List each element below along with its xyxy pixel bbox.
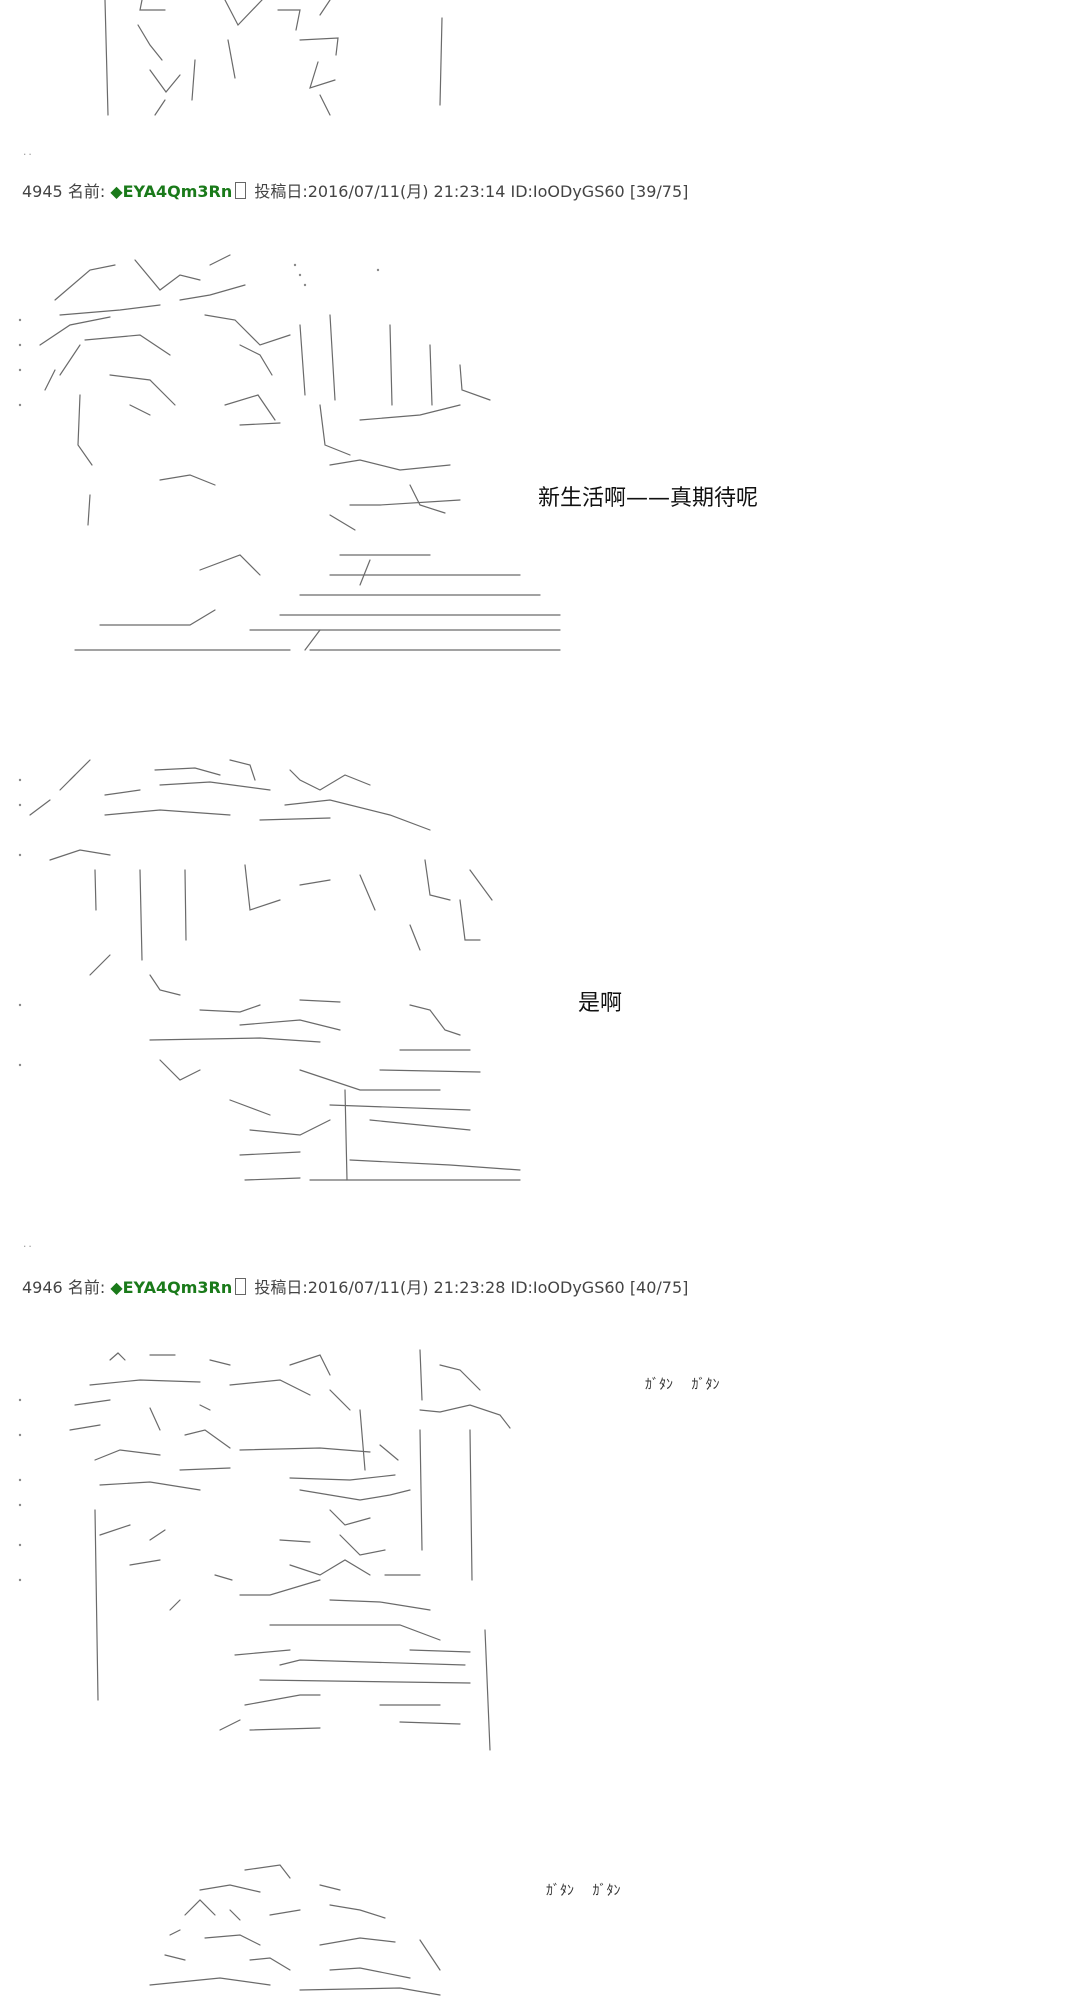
ascii-art-character-1 bbox=[18, 254, 561, 651]
ascii-art-character-3 bbox=[18, 1349, 511, 1751]
post-datetime: 2016/07/11(月) 21:23:28 bbox=[307, 1278, 506, 1297]
dialogue-caption: 新生活啊——真期待呢 bbox=[538, 486, 759, 511]
name-label: 名前: bbox=[67, 182, 106, 201]
separator: .. bbox=[22, 148, 33, 158]
ascii-art-character-4 bbox=[149, 1864, 441, 1996]
posted-label: 投稿日: bbox=[254, 1278, 308, 1297]
poster-id: ID:IoODyGS60 bbox=[510, 1278, 625, 1297]
post-header: 4946 名前: ◆EYA4Qm3Rn 投稿日:2016/07/11(月) 21… bbox=[22, 1274, 688, 1298]
posted-label: 投稿日: bbox=[254, 182, 308, 201]
name-label: 名前: bbox=[67, 1278, 106, 1297]
poster-trip[interactable]: ◆EYA4Qm3Rn bbox=[110, 1278, 233, 1297]
post-header: 4945 名前: ◆EYA4Qm3Rn 投稿日:2016/07/11(月) 21… bbox=[22, 178, 688, 202]
post-number: 4946 bbox=[22, 1278, 63, 1297]
separator: .. bbox=[22, 1240, 33, 1250]
ascii-art-top-fragment bbox=[104, 0, 443, 116]
post-number: 4945 bbox=[22, 182, 63, 201]
dialogue-caption: 是啊 bbox=[578, 991, 623, 1016]
ascii-art-character-2 bbox=[18, 759, 521, 1181]
sound-effect-caption: ｶﾞﾀﾝ ｶﾞﾀﾝ bbox=[546, 1883, 621, 1899]
poster-trip[interactable]: ◆EYA4Qm3Rn bbox=[110, 182, 233, 201]
post-progress: [40/75] bbox=[629, 1278, 689, 1297]
mail-icon bbox=[235, 182, 247, 199]
post-progress: [39/75] bbox=[629, 182, 689, 201]
post-datetime: 2016/07/11(月) 21:23:14 bbox=[307, 182, 506, 201]
mail-icon bbox=[235, 1278, 247, 1295]
sound-effect-caption: ｶﾞﾀﾝ ｶﾞﾀﾝ bbox=[645, 1377, 720, 1393]
poster-id: ID:IoODyGS60 bbox=[510, 182, 625, 201]
